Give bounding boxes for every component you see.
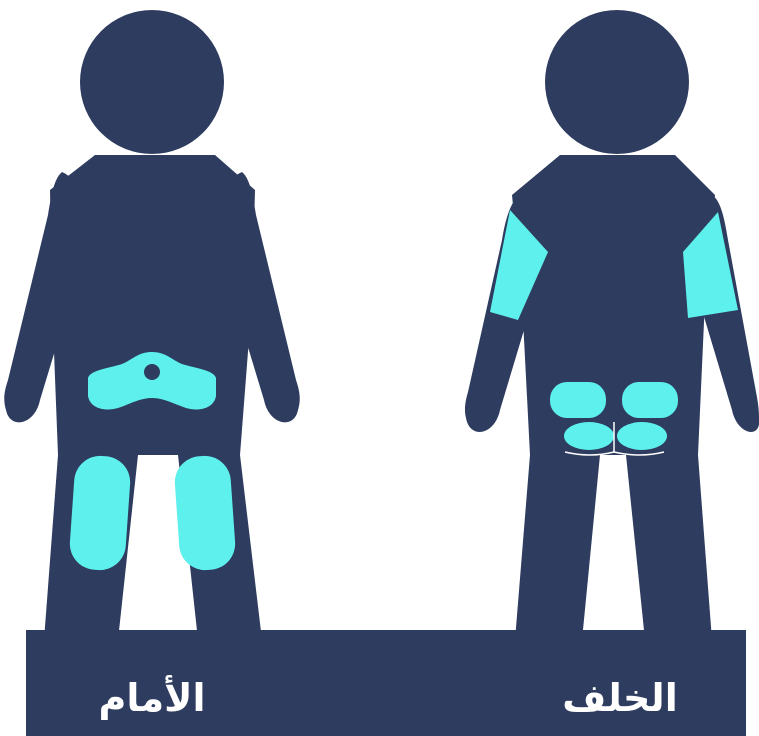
back-figure (465, 10, 759, 640)
back-lower-left-buttock-site (564, 422, 614, 450)
back-upper-left-buttock-site (550, 382, 606, 418)
back-lower-right-buttock-site (617, 422, 667, 450)
front-right-thigh-site (173, 454, 237, 572)
front-label: الأمام (72, 668, 232, 728)
back-label: الخلف (540, 668, 700, 728)
front-head (80, 10, 224, 154)
back-upper-right-buttock-site (622, 382, 678, 418)
back-head (545, 10, 689, 154)
front-figure (4, 10, 299, 640)
front-navel (144, 364, 160, 380)
front-left-thigh-site (68, 454, 132, 572)
